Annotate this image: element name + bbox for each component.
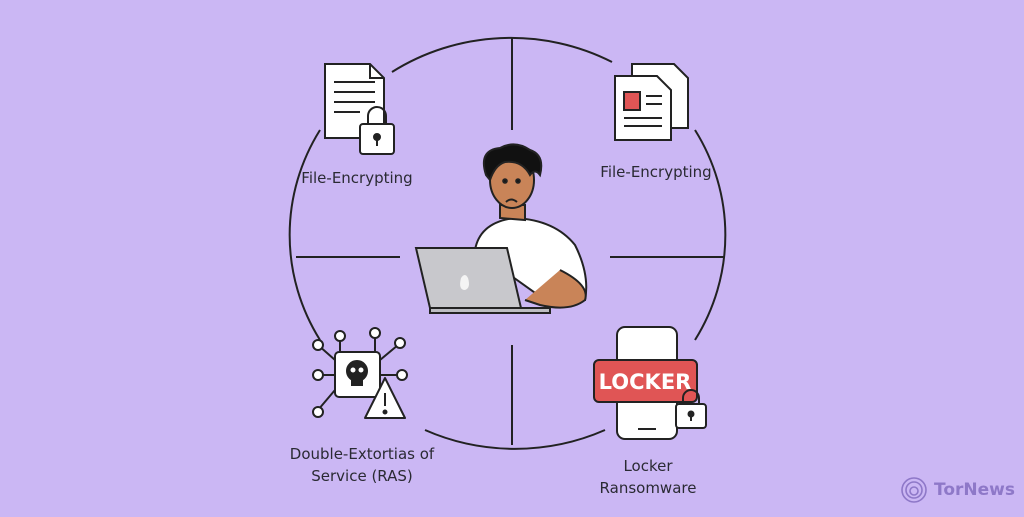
document-lock-icon (324, 63, 395, 155)
person-with-laptop (414, 143, 588, 314)
documents-icon (614, 63, 689, 141)
label-locker-ransomware: Locker Ransomware (600, 455, 697, 499)
label-double-extortion-line1: Double-Extortias of (289, 445, 435, 463)
watermark-text: TorNews (934, 480, 1015, 500)
label-double-extortion: Double-Extortias of Service (RAS) (290, 443, 434, 487)
tornews-watermark: TorNews (900, 476, 1015, 504)
label-file-encrypting-right: File-Encrypting (600, 163, 712, 181)
cycle-ring (288, 36, 727, 450)
skull-circuit-icon (312, 327, 408, 419)
label-double-extortion-line2: Service (RAS) (311, 467, 413, 485)
label-locker-line2: Ransomware (599, 479, 697, 497)
label-locker-line1: Locker (623, 457, 673, 475)
locker-banner: LOCKER (599, 370, 692, 394)
label-file-encrypting-left: File-Encrypting (301, 169, 413, 187)
phone-locker-icon (593, 326, 707, 440)
tornews-logo-icon (901, 477, 927, 503)
